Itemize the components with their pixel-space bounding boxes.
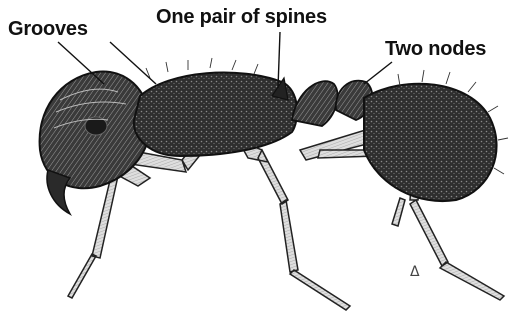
middle-leg — [238, 140, 350, 310]
nodes-leader — [364, 62, 392, 84]
gaster — [364, 84, 497, 201]
nodes-label: Two nodes — [385, 38, 486, 61]
nodes — [292, 81, 372, 126]
thorax — [134, 73, 297, 156]
spines-label: One pair of spines — [156, 6, 327, 29]
head — [40, 72, 151, 214]
scale-mark: Δ — [410, 264, 420, 280]
grooves-label: Grooves — [8, 18, 88, 41]
spines-leader — [278, 32, 280, 88]
mandible — [47, 170, 70, 214]
petiole-node — [292, 81, 338, 126]
